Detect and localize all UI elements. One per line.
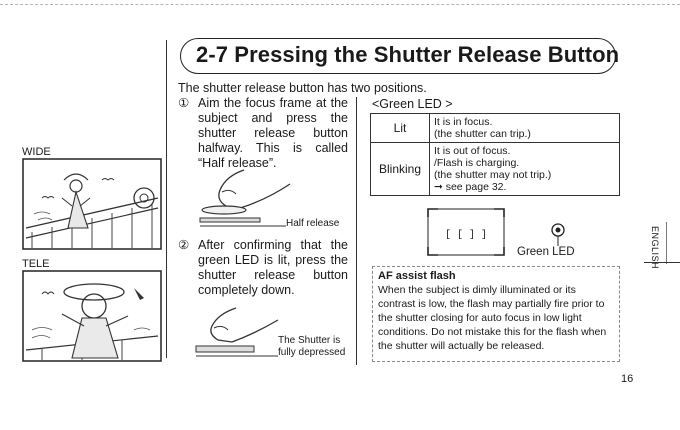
led-state-blinking: Blinking (370, 142, 430, 196)
full-release-caption-line-2: fully depressed (278, 347, 346, 358)
intro-text: The shutter release button has two posit… (178, 81, 427, 95)
led-lit-description: It is in focus. (the shutter can trip.) (429, 113, 620, 143)
step-1-number: ① (178, 96, 190, 110)
wide-illustration (22, 158, 162, 250)
half-release-caption: Half release (286, 218, 340, 229)
middle-column-rule (356, 97, 357, 365)
green-led-label: Green LED (517, 246, 575, 258)
led-lit-line-2: (the shutter can trip.) (434, 128, 531, 140)
language-tab: ENGLISH (650, 226, 660, 270)
focus-frame-marks: [ [ ] ] (445, 229, 487, 241)
wide-label: WIDE (22, 146, 51, 158)
page-title: 2-7 Pressing the Shutter Release Button (196, 42, 620, 67)
tele-illustration (22, 270, 162, 362)
language-tab-underline (644, 262, 680, 263)
table-row: Blinking It is out of focus. /Flash is c… (370, 142, 620, 196)
led-blinking-line-3: (the shutter may not trip.) (434, 169, 552, 181)
page-number: 16 (621, 373, 634, 385)
led-blinking-line-1: It is out of focus. (434, 145, 511, 157)
led-blinking-line-2: /Flash is charging. (434, 157, 520, 169)
led-blinking-line-4: ➞ see page 32. (434, 181, 507, 193)
step-1: ① Aim the focus frame at the subject and… (178, 96, 348, 171)
tele-label: TELE (22, 258, 50, 270)
green-led-indicator-icon (551, 223, 565, 246)
viewfinder-illustration: [ [ ] ] (427, 208, 505, 256)
left-section-rule (166, 40, 167, 358)
step-2: ② After confirming that the green LED is… (178, 238, 348, 298)
led-state-lit: Lit (370, 113, 430, 143)
af-assist-text: When the subject is dimly illuminated or… (378, 284, 607, 352)
af-assist-box (372, 266, 620, 362)
top-edge-rule (0, 4, 680, 5)
full-release-caption: The Shutter is fully depressed (278, 335, 345, 359)
step-2-text: After confirming that the green LED is l… (198, 238, 348, 297)
full-release-finger-illustration (195, 307, 279, 357)
table-row: Lit It is in focus. (the shutter can tri… (370, 113, 620, 143)
half-release-finger-illustration (199, 169, 291, 227)
step-2-number: ② (178, 238, 190, 252)
step-1-text: Aim the focus frame at the subject and p… (198, 96, 348, 170)
language-tab-rule (666, 222, 667, 264)
led-lit-line-1: It is in focus. (434, 116, 493, 128)
green-led-table: Lit It is in focus. (the shutter can tri… (370, 113, 620, 196)
green-led-heading: <Green LED > (372, 97, 453, 111)
title-frame (180, 38, 616, 74)
full-release-caption-line-1: The Shutter is (278, 335, 341, 346)
af-assist-title: AF assist flash (378, 270, 456, 282)
led-blinking-description: It is out of focus. /Flash is charging. … (429, 142, 620, 196)
